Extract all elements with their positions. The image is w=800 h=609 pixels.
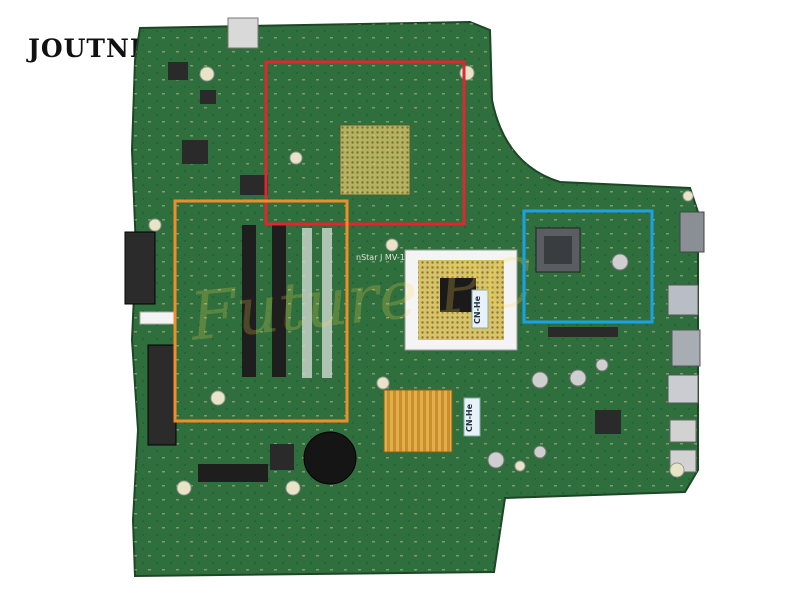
cpu-region-highlight <box>264 60 466 226</box>
audio-jack <box>669 419 697 443</box>
hdmi-port <box>667 284 699 316</box>
ram-slots <box>242 225 332 378</box>
svg-text:CN-He: CN-He <box>473 295 482 324</box>
capacitors <box>487 253 629 469</box>
cmos-battery <box>303 431 357 485</box>
mini-pcie-slot <box>198 464 268 482</box>
power-connector <box>227 17 259 49</box>
chip-label-1: CN-He <box>471 289 489 329</box>
mounting-holes <box>148 65 694 496</box>
silkscreen-label: nStar J MV-1 <box>356 253 405 262</box>
odd-connector <box>147 344 177 446</box>
chip-label-2: CN-He <box>463 397 481 437</box>
ram-slot-region-highlight <box>173 199 349 423</box>
ethernet-port <box>671 329 701 367</box>
usb-port <box>667 374 699 404</box>
vga-port <box>679 211 705 253</box>
heatsink <box>383 389 453 453</box>
sata-connector <box>124 231 156 305</box>
svg-text:CN-He: CN-He <box>465 403 474 432</box>
gpu-region-highlight <box>522 209 654 324</box>
